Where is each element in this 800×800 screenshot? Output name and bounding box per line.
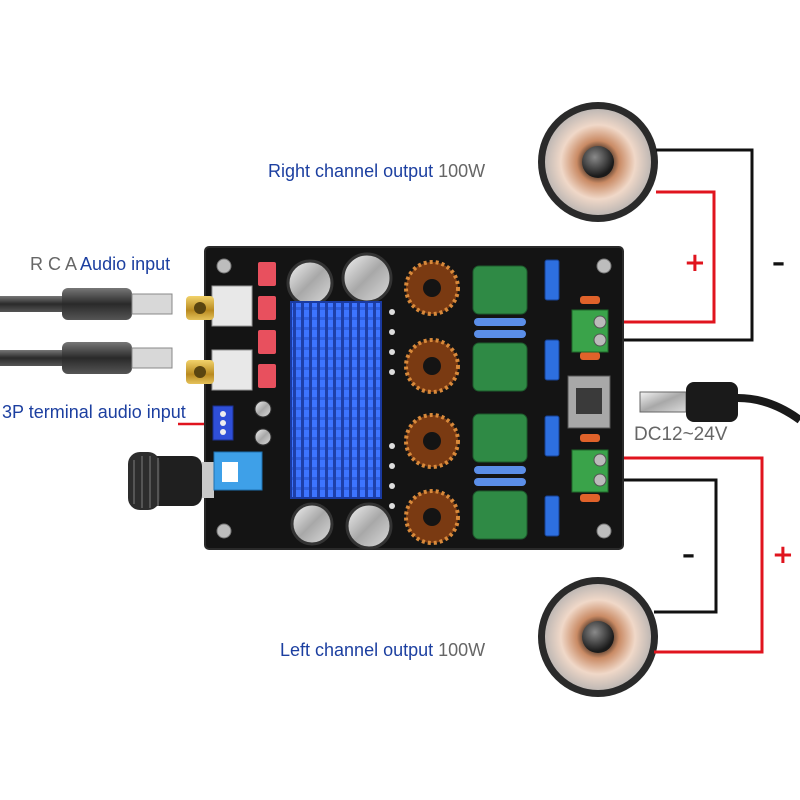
- terminal-input-label: 3P terminal audio input: [2, 402, 186, 422]
- electrolytic-capacitors: [254, 252, 393, 550]
- right-output-power: 100W: [438, 161, 486, 181]
- film-capacitors: [258, 262, 276, 388]
- dc-power-jack: [567, 375, 611, 429]
- left-output-text: Left channel output: [280, 640, 434, 660]
- left-output-terminal: [571, 449, 609, 493]
- left-plus-sign: +: [772, 540, 794, 570]
- diodes: [580, 296, 600, 502]
- dc-input-label: DC12~24V: [634, 424, 728, 445]
- left-minus-sign: –: [682, 540, 695, 570]
- blue-capacitors: [544, 259, 560, 537]
- right-minus-sign: –: [772, 248, 785, 278]
- left-speaker-wires: [604, 456, 764, 654]
- rca-prefix: R C A: [30, 254, 77, 274]
- 3p-terminal-connector: [212, 405, 234, 441]
- volume-knob: [128, 452, 214, 510]
- green-film-capacitors: [472, 265, 528, 540]
- right-speaker-wires: [604, 148, 754, 342]
- right-output-text: Right channel output: [268, 161, 434, 181]
- rca-input-label: R C A Audio input: [30, 254, 170, 275]
- right-speaker: [538, 102, 658, 222]
- resistors: [474, 318, 526, 486]
- dc-power-plug: [639, 382, 800, 424]
- toroidal-inductors: [404, 260, 460, 545]
- heatsink: [290, 301, 382, 499]
- power-switch: [213, 451, 263, 491]
- right-output-label: Right channel output 100W: [268, 161, 485, 182]
- right-plus-sign: +: [684, 248, 706, 278]
- rca-input-text: Audio input: [80, 254, 171, 274]
- rca-cables: [0, 288, 173, 374]
- left-output-label: Left channel output 100W: [280, 640, 485, 661]
- right-output-terminal: [571, 309, 609, 353]
- rca-jacks: [186, 285, 253, 391]
- left-speaker: [538, 577, 658, 697]
- left-output-power: 100W: [438, 640, 486, 660]
